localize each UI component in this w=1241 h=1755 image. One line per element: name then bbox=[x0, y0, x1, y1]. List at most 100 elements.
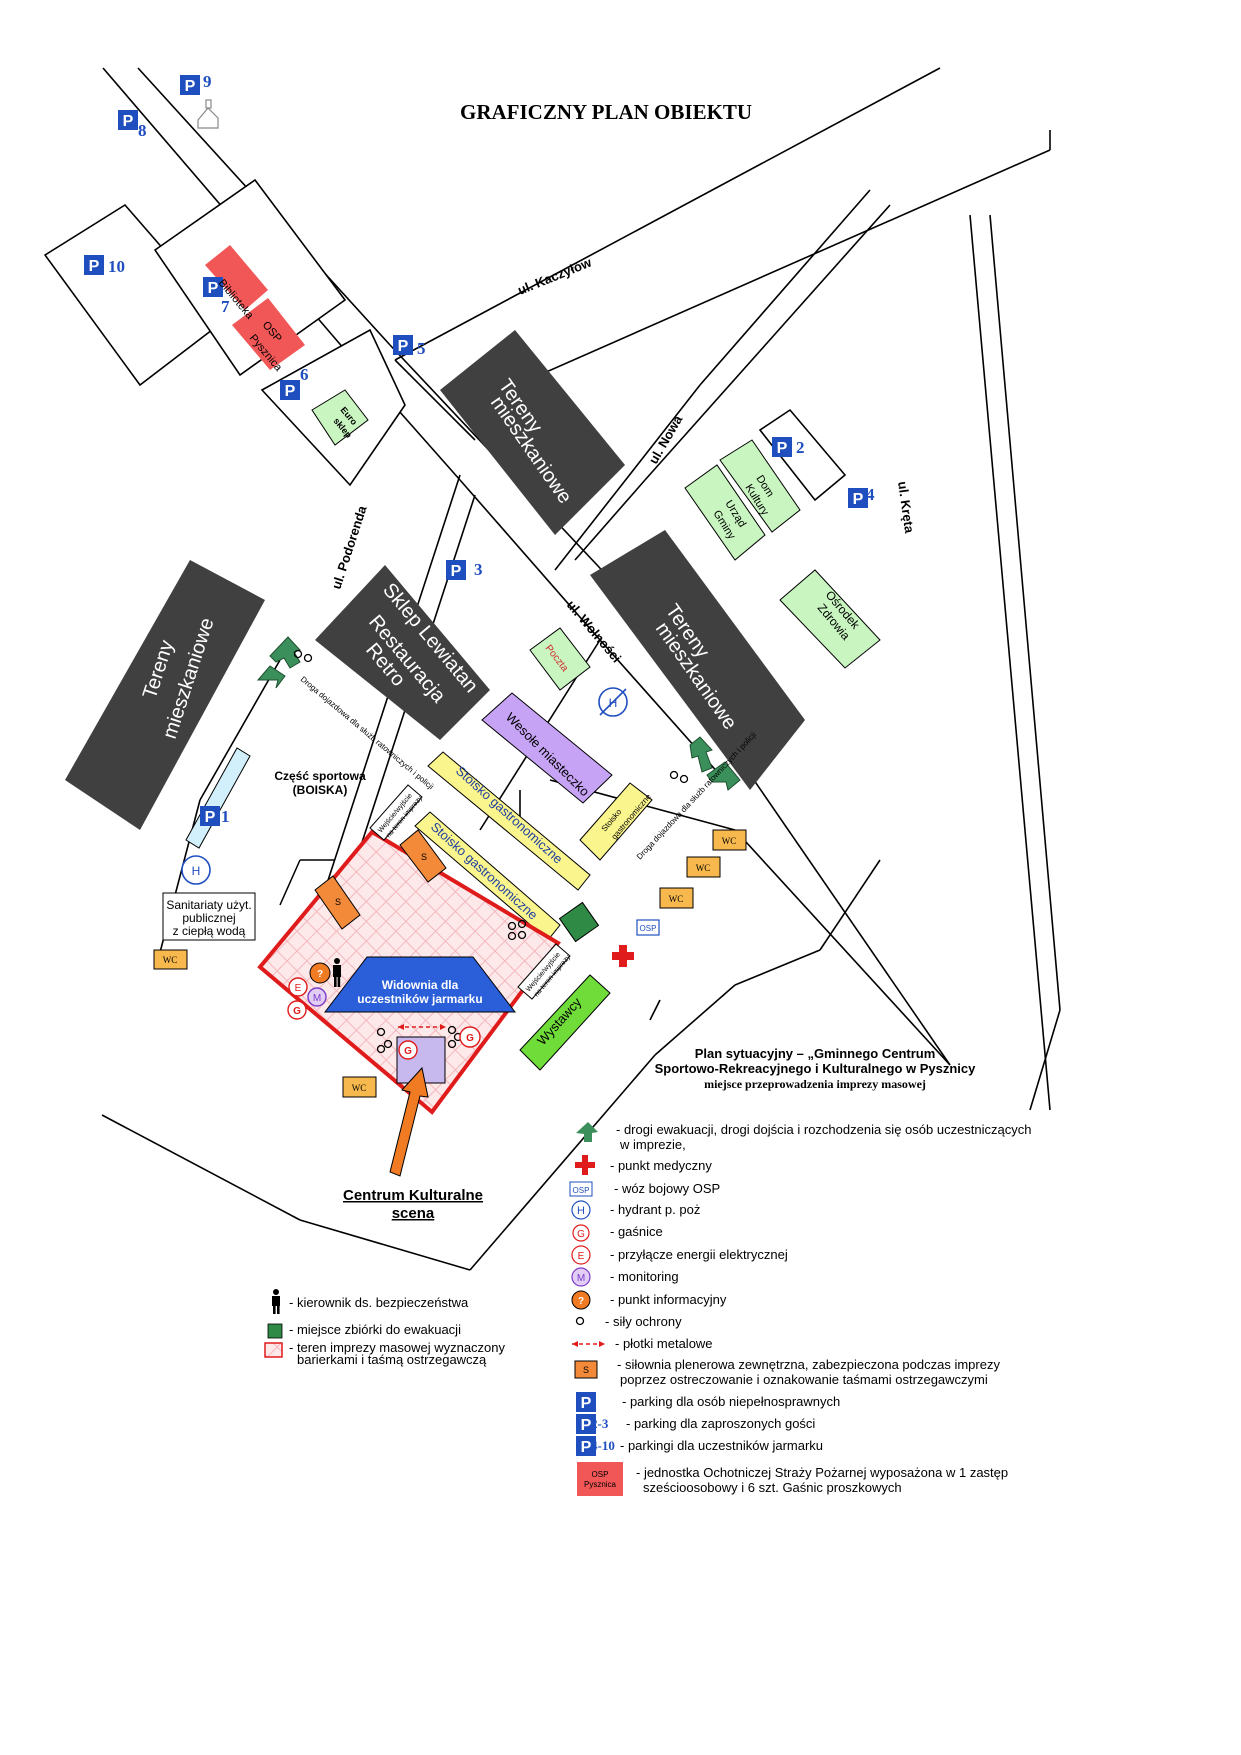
residential-blocks bbox=[65, 330, 805, 830]
shop-building bbox=[315, 565, 490, 740]
wc-2 bbox=[342, 1076, 377, 1098]
poczta-building bbox=[529, 627, 591, 691]
legend-info: - punkt informacyjny bbox=[610, 1292, 727, 1307]
parking-number-6: 6 bbox=[300, 365, 309, 384]
plan-caption-3: miejsce przeprowadzenia imprezy masowej bbox=[704, 1077, 926, 1091]
evac-point bbox=[558, 901, 600, 943]
street-label-kaczylow: ul. Kaczyłów bbox=[516, 254, 595, 297]
legend-p23: - parking dla zaproszonych gości bbox=[626, 1416, 815, 1431]
legend-hydrant-icon: H bbox=[577, 1205, 585, 1217]
wc-4 bbox=[686, 856, 721, 878]
wc-label-2: WC bbox=[352, 1083, 367, 1093]
legend-left-3: - teren imprezy masowej wyznaczony bbox=[289, 1340, 506, 1355]
legend-osp: - wóz bojowy OSP bbox=[614, 1181, 720, 1196]
scene-label-2: scena bbox=[392, 1205, 435, 1222]
parking-icon-10 bbox=[84, 255, 104, 275]
wc-3 bbox=[659, 887, 694, 909]
parking-number-8: 8 bbox=[138, 121, 147, 140]
legend-evac-1: - drogi ewakuacji, drogi dojścia i rozch… bbox=[616, 1122, 1032, 1137]
parking-lots bbox=[43, 178, 847, 502]
legend-gym-icon: S bbox=[583, 1365, 589, 1375]
legend-left-1: - kierownik ds. bezpieczeństwa bbox=[289, 1295, 469, 1310]
extinguisher-letter-3: G bbox=[404, 1046, 412, 1057]
parking-number-7: 7 bbox=[221, 297, 230, 316]
urzad-gminy-building bbox=[684, 464, 766, 561]
legend-info-icon: ? bbox=[578, 1296, 584, 1307]
stoisko-1 bbox=[427, 751, 591, 891]
gym-s-1 bbox=[399, 829, 447, 883]
residential-block-east bbox=[590, 530, 805, 790]
biblioteka-building bbox=[205, 245, 268, 310]
extinguisher-letter-1: G bbox=[293, 1006, 301, 1017]
parking-number-2: 2 bbox=[796, 438, 805, 457]
parking-number-9: 9 bbox=[203, 72, 212, 91]
legend-gym-1: - siłownia plenerowa zewnętrzna, zabezpi… bbox=[617, 1357, 1000, 1372]
wesole-miasteczko bbox=[481, 692, 613, 804]
security-dots bbox=[293, 649, 689, 1054]
dom-kultury-building bbox=[719, 439, 801, 533]
label-sanitariaty-3: z ciepłą wodą bbox=[173, 924, 246, 938]
residential-block-north bbox=[440, 330, 625, 535]
parking-number-5: 5 bbox=[417, 339, 426, 358]
gym-s-2 bbox=[314, 875, 361, 930]
extinguisher-2 bbox=[459, 1026, 481, 1048]
legend-p1: - parking dla osób niepełnosprawnych bbox=[622, 1394, 840, 1409]
energy-letter: E bbox=[295, 983, 302, 994]
monitoring-letter: M bbox=[313, 993, 321, 1004]
legend-right: - drogi ewakuacji, drogi dojścia i rozch… bbox=[569, 1122, 1032, 1496]
label-sanitariaty-1: Sanitariaty użyt. bbox=[166, 898, 251, 912]
hydrant-letter-1: H bbox=[192, 864, 201, 878]
widownia bbox=[323, 956, 517, 1013]
legend-evac-2: w imprezie, bbox=[619, 1137, 686, 1152]
legend-p410-number: 4-10 bbox=[591, 1438, 615, 1453]
legend-osp-unit-icon-2: Pysznica bbox=[584, 1480, 617, 1489]
evac-arrows bbox=[256, 636, 741, 791]
legend-left-4: barierkami i taśmą ostrzegawczą bbox=[297, 1352, 487, 1367]
info-point bbox=[309, 962, 331, 984]
parking-icon-5 bbox=[393, 335, 413, 355]
info-letter: ? bbox=[317, 969, 323, 980]
wc-label-4: WC bbox=[696, 863, 711, 873]
parking-number-10: 10 bbox=[108, 257, 125, 276]
parking-icon-4 bbox=[848, 488, 868, 508]
wejscie-1-box bbox=[369, 784, 423, 841]
legend-hydrant: - hydrant p. poż bbox=[610, 1202, 700, 1217]
label-sport-1: Część sportowa bbox=[274, 769, 366, 783]
legend-p1-number: 1 bbox=[590, 1393, 597, 1408]
osp-building bbox=[232, 298, 305, 370]
wystawcy bbox=[519, 974, 611, 1071]
stoisko-small bbox=[579, 782, 653, 861]
label-sanitariaty-2: publicznej bbox=[182, 911, 235, 925]
extinguisher-3 bbox=[398, 1040, 418, 1060]
legend-security: - siły ochrony bbox=[605, 1314, 682, 1329]
wc-label-1: WC bbox=[163, 955, 178, 965]
euro-sklep-building bbox=[311, 389, 369, 446]
legend-medical: - punkt medyczny bbox=[610, 1158, 712, 1173]
stoisko-2 bbox=[414, 811, 561, 941]
page-title: GRAFICZNY PLAN OBIEKTU bbox=[460, 100, 753, 124]
wc-5 bbox=[712, 829, 747, 851]
legend-gym-2: poprzez ostreczowanie i oznakowanie taśm… bbox=[620, 1372, 988, 1387]
monitoring-marker bbox=[307, 987, 327, 1007]
legend-left-2: - miejsce zbiórki do ewakuacji bbox=[289, 1322, 461, 1337]
parking-number-4: 4 bbox=[866, 485, 875, 504]
parking-icon-9 bbox=[180, 75, 200, 95]
street-label-nowa: ul. Nowa bbox=[646, 412, 686, 466]
legend-osp-unit-1: - jednostka Ochotniczej Straży Pożarnej … bbox=[636, 1465, 1008, 1480]
s-label-2: S bbox=[335, 897, 341, 907]
church-icon bbox=[197, 99, 219, 129]
legend-fences: - płotki metalowe bbox=[615, 1336, 713, 1351]
parking-icon-8 bbox=[118, 110, 138, 130]
parking-icon-1 bbox=[200, 806, 220, 826]
parking-icon-2 bbox=[772, 437, 792, 457]
legend-osp-unit-icon-1: OSP bbox=[592, 1470, 609, 1479]
plan-caption-2: Sportowo-Rekreacyjnego i Kulturalnego w … bbox=[655, 1061, 977, 1076]
medical-cross bbox=[612, 945, 634, 967]
legend-gasnice-icon: G bbox=[577, 1229, 585, 1240]
street-label-podorenda: ul. Podorenda bbox=[329, 503, 370, 591]
wc-1 bbox=[153, 949, 188, 970]
parking-icon-6 bbox=[280, 380, 300, 400]
wc-label-3: WC bbox=[669, 894, 684, 904]
legend-energy-icon: E bbox=[578, 1251, 585, 1262]
label-sport-2: (BOISKA) bbox=[293, 783, 348, 797]
